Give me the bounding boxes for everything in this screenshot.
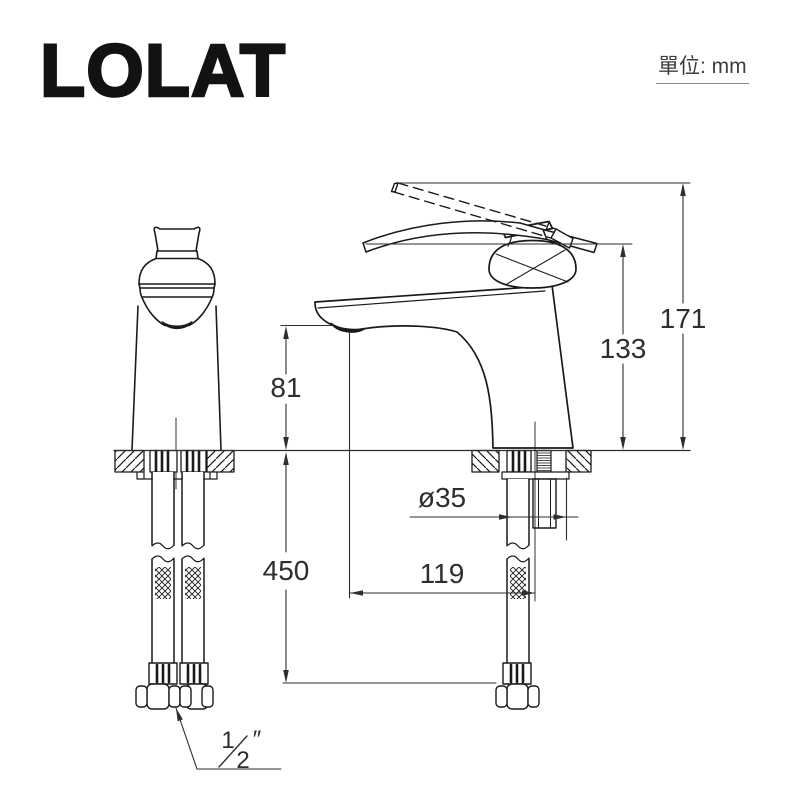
- hose-front-right: [179, 471, 214, 710]
- front-view: [114, 226, 235, 710]
- spout-flare-outline: [153, 226, 201, 252]
- fraction-denominator: 2: [236, 747, 249, 774]
- dim-value-171: 171: [660, 303, 707, 334]
- hose-side: [495, 478, 540, 710]
- handle-raised-tail: [550, 228, 574, 249]
- dim-value-133: 133: [600, 333, 647, 364]
- mounting-nut: [532, 478, 557, 529]
- mount-flange-side: [501, 471, 570, 480]
- dome-outline: [138, 257, 216, 285]
- mount-flange-front: [136, 471, 218, 480]
- counter-fitting-left: [149, 449, 178, 474]
- shank-fitting-side: [506, 449, 532, 474]
- body-outline-side: [314, 284, 574, 449]
- handle-raised-tip: [390, 182, 399, 193]
- dome-seam: [138, 283, 216, 289]
- aerator-front: [161, 321, 193, 330]
- counter-hatch-left: [114, 449, 145, 473]
- dim-value-450: 450: [263, 555, 310, 586]
- counter-hatch-right-side: [565, 449, 592, 473]
- dim-overall-height: 171: [660, 183, 707, 450]
- spout-topface-line: [317, 290, 546, 309]
- leader-arrowhead: [176, 708, 183, 722]
- dim-hose-length: 450: [263, 452, 310, 683]
- hose-front-left: [135, 471, 181, 710]
- fraction-numerator: 1: [221, 727, 234, 754]
- fraction-slash: [218, 735, 248, 768]
- brand-logo: LOLAT: [39, 29, 287, 112]
- dim-spout-outlet-height: 81: [270, 326, 302, 450]
- dimension-annotations: 171 133 81 450: [113, 182, 707, 774]
- pivot-ball: [488, 239, 577, 289]
- dim-value-hole-diameter: ø35: [418, 482, 466, 513]
- dim-hole-diameter: ø35: [409, 482, 579, 520]
- counter-hatch-left-side: [471, 449, 500, 473]
- dim-value-119: 119: [420, 558, 465, 589]
- body-sides-front: [131, 305, 222, 451]
- dim-spout-reach: 119: [349, 558, 536, 596]
- counter-fitting-right: [180, 449, 207, 474]
- leader-line: [175, 707, 282, 770]
- inch-symbol: ″: [253, 726, 262, 753]
- spout-neck-band: [155, 250, 199, 260]
- side-view: [314, 182, 598, 710]
- bowl-outline: [139, 287, 215, 327]
- threaded-stud: [536, 449, 552, 473]
- dim-value-81: 81: [270, 372, 301, 403]
- dim-hose-connection: 1 2 ″: [175, 707, 282, 774]
- unit-label: 單位: mm: [656, 50, 749, 84]
- handle-raised: [390, 182, 574, 249]
- dim-handle-rest-height: 133: [600, 244, 647, 450]
- counter-hatch-right: [206, 449, 235, 473]
- pivot-ball-crosslines: [495, 249, 569, 285]
- aerator-side: [330, 322, 365, 333]
